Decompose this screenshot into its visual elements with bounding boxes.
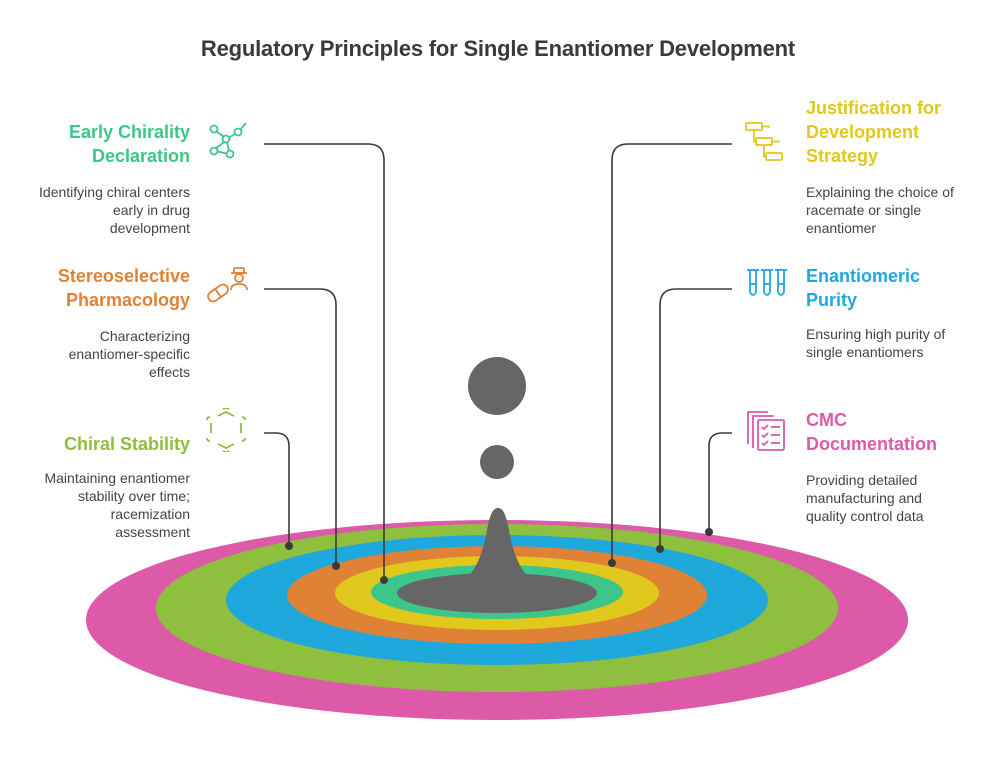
purity-heading: Enantiomeric Purity (806, 264, 986, 312)
purity-desc-line-1: Ensuring high purity of (806, 326, 946, 342)
cmc-heading-line-1: CMC (806, 410, 847, 430)
diagram-title: Regulatory Principles for Single Enantio… (200, 36, 796, 61)
purity-desc-line-2: single enantiomers (806, 344, 924, 360)
stereoselective-desc-line-1: Characterizing (99, 328, 190, 344)
purity-heading-line-2: Purity (806, 290, 858, 310)
stereoselective-heading: Stereoselective Pharmacology (20, 264, 190, 312)
stereoselective-heading-line-2: Pharmacology (65, 290, 190, 310)
stereoselective-desc-line-3: effects (149, 364, 190, 380)
flowchart-icon (744, 120, 788, 164)
test-tubes-icon (744, 266, 788, 310)
early-chirality-heading: Early Chirality Declaration (20, 120, 190, 168)
connector-purity (659, 288, 732, 549)
droplet-small (480, 445, 514, 479)
justification-description: Explaining the choice of racemate or sin… (806, 183, 991, 237)
justification-heading-line-3: Strategy (806, 146, 879, 166)
justification-desc-line-2: racemate or single (806, 202, 922, 218)
early-chirality-description: Identifying chiral centers early in drug… (10, 183, 190, 237)
carbon-ring-icon (204, 408, 248, 452)
stereoselective-description: Characterizing enantiomer-specific effec… (10, 327, 190, 381)
cmc-desc-line-2: manufacturing and (806, 490, 922, 506)
connector-dot-purity (656, 545, 664, 553)
splash-peak (428, 508, 568, 596)
cmc-desc-line-1: Providing detailed (806, 472, 918, 488)
early-chirality-desc-line-3: development (109, 220, 190, 236)
connector-stereoselective (264, 288, 337, 566)
justification-desc-line-1: Explaining the choice of (806, 184, 954, 200)
purity-description: Ensuring high purity of single enantiome… (806, 325, 991, 361)
connector-justification (611, 143, 732, 563)
connector-dot-cmc (705, 528, 713, 536)
chiral-stability-description: Maintaining enantiomer stability over ti… (10, 469, 190, 541)
cmc-heading-line-2: Documentation (806, 434, 938, 454)
cmc-desc-line-3: quality control data (806, 508, 924, 524)
justification-heading-line-2: Development (806, 122, 920, 142)
pharmacist-pill-icon (204, 264, 248, 308)
connector-chiral-stability (264, 432, 290, 546)
connector-dot-early-chirality (380, 576, 388, 584)
chiral-stability-desc-line-3: racemization (110, 506, 190, 522)
molecule-network-icon (204, 120, 248, 164)
early-chirality-heading-line-1: Early Chirality (68, 122, 190, 142)
early-chirality-heading-line-2: Declaration (91, 146, 190, 166)
stereoselective-heading-line-1: Stereoselective (57, 266, 190, 286)
chiral-stability-heading: Chiral Stability (20, 432, 190, 456)
connector-early-chirality (264, 143, 385, 580)
justification-heading: Justification for Development Strategy (806, 96, 986, 168)
chiral-stability-desc-line-1: Maintaining enantiomer (44, 470, 190, 486)
droplet-large (468, 357, 526, 415)
chiral-stability-heading-line-1: Chiral Stability (63, 434, 190, 454)
early-chirality-desc-line-1: Identifying chiral centers (39, 184, 190, 200)
connector-dot-stereoselective (332, 562, 340, 570)
justification-heading-line-1: Justification for (806, 98, 942, 118)
cmc-heading: CMC Documentation (806, 408, 986, 456)
checklist-documents-icon (744, 408, 788, 452)
connector-dot-justification (608, 559, 616, 567)
early-chirality-desc-line-2: early in drug (112, 202, 190, 218)
stereoselective-desc-line-2: enantiomer-specific (68, 346, 190, 362)
connector-dot-chiral-stability (285, 542, 293, 550)
justification-desc-line-3: enantiomer (806, 220, 877, 236)
chiral-stability-desc-line-4: assessment (115, 524, 190, 540)
purity-heading-line-1: Enantiomeric (806, 266, 921, 286)
cmc-description: Providing detailed manufacturing and qua… (806, 471, 991, 525)
connector-cmc (708, 432, 732, 532)
chiral-stability-desc-line-2: stability over time; (77, 488, 190, 504)
